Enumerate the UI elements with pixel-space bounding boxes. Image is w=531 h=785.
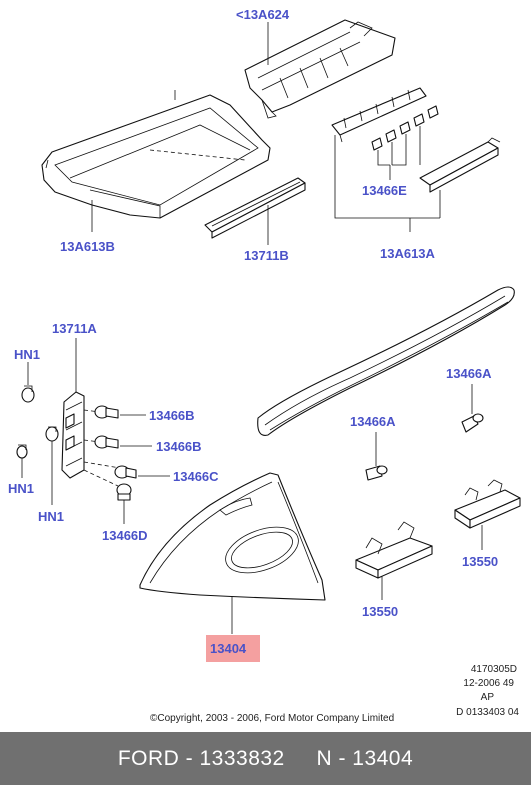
ref-line-1: 4170305D	[471, 664, 517, 675]
part-high-mount-light-bar	[257, 286, 515, 436]
label-HN1-top: HN1	[14, 347, 40, 362]
part-13A613B-housing	[41, 90, 271, 232]
part-13550-holder-left	[355, 521, 433, 600]
label-13466E: 13466E	[362, 183, 407, 198]
leader-13A613A	[334, 135, 441, 232]
label-13466B-1: 13466B	[149, 408, 195, 423]
part-13A613A-connector	[419, 137, 501, 193]
part-13550-holder-right	[454, 479, 521, 550]
label-13466A-mid: 13466A	[350, 414, 396, 429]
label-13466C: 13466C	[173, 469, 219, 484]
part-HN1-nut-left	[16, 444, 28, 478]
part-13404-tail-lamp	[139, 472, 326, 634]
copyright: ©Copyright, 2003 - 2006, Ford Motor Comp…	[150, 713, 394, 724]
ref-line-3: AP	[481, 692, 495, 703]
part-HN1-nut-mid	[45, 426, 59, 505]
label-13A624: <13A624	[236, 7, 290, 22]
label-13A613B: 13A613B	[60, 239, 115, 254]
label-13711B: 13711B	[244, 248, 289, 263]
label-13466A-right: 13466A	[446, 366, 492, 381]
part-13466D-bulb	[116, 483, 132, 524]
label-HN1-left: HN1	[8, 481, 34, 496]
part-13466A-bulb-mid	[365, 432, 388, 481]
part-13466E-bulbs	[371, 105, 439, 180]
label-HN1-mid: HN1	[38, 509, 64, 524]
label-13404: 13404	[210, 641, 247, 656]
footer-ref-part: N - 13404	[316, 746, 414, 770]
footer-brand-part: FORD - 1333832	[117, 746, 285, 770]
ref-line-2: 12-2006 49	[463, 678, 514, 689]
label-13466B-2: 13466B	[156, 439, 202, 454]
part-13466C-bulb	[114, 465, 170, 479]
part-13711A-bracket	[61, 338, 121, 487]
label-13550-left: 13550	[362, 604, 398, 619]
highlight-13404	[206, 635, 260, 662]
part-13711B-light-bar	[204, 177, 306, 245]
label-13466D: 13466D	[102, 528, 148, 543]
part-HN1-nut-top	[21, 362, 35, 403]
label-13711A: 13711A	[52, 321, 97, 336]
label-13A613A: 13A613A	[380, 246, 436, 261]
parts-diagram: <13A624 13A613B 13711B 13466E	[8, 7, 521, 724]
part-13466A-bulb-right	[461, 384, 484, 433]
part-13466B-bulb-1	[94, 405, 146, 419]
label-13550-right: 13550	[462, 554, 498, 569]
part-13A613A-strip	[331, 87, 427, 143]
part-13466B-bulb-2	[94, 435, 152, 449]
ref-line-4: D 0133403 04	[456, 707, 519, 718]
part-13A624-bracket	[244, 19, 396, 119]
footer-bar: FORD - 1333832 N - 13404	[0, 732, 531, 785]
